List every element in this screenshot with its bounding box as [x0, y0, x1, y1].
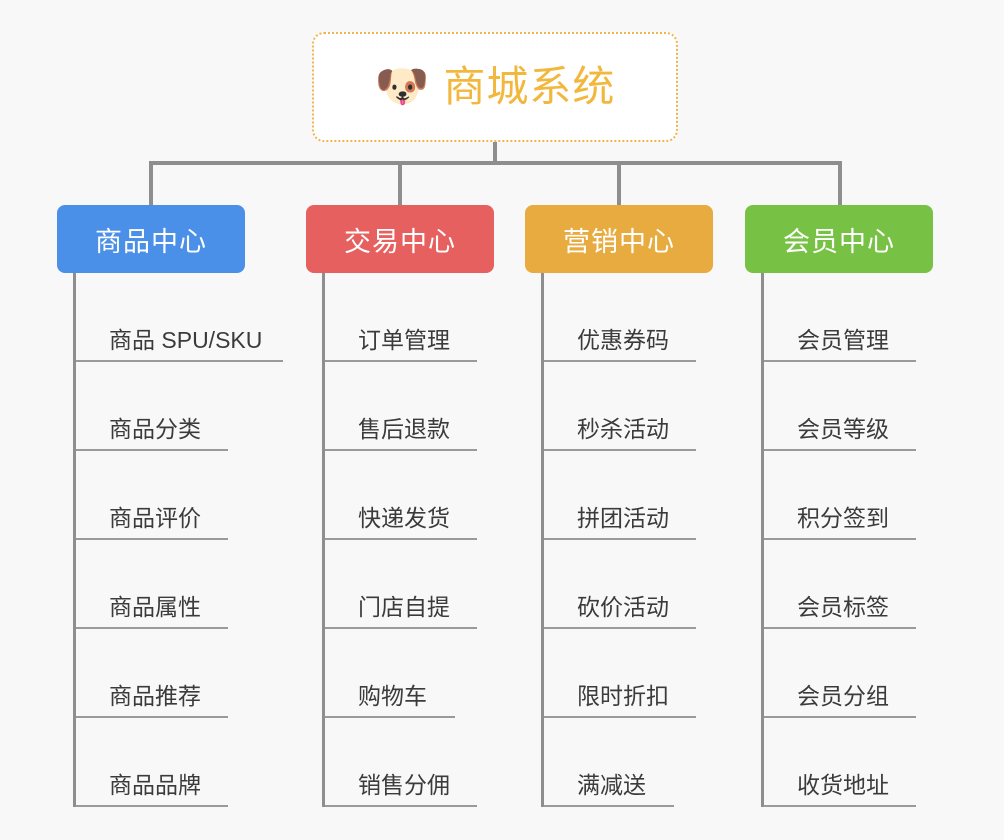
sub-item-underline — [325, 805, 477, 807]
sub-item-underline — [76, 627, 228, 629]
sub-item-label: 拼团活动 — [577, 504, 669, 531]
sub-item-underline — [764, 538, 916, 540]
sub-item-label: 购物车 — [358, 682, 427, 709]
sub-item-underline — [325, 538, 477, 540]
connector-horizontal-bus — [149, 161, 842, 165]
sub-item[interactable]: 门店自提 — [325, 540, 494, 629]
sub-item-underline — [76, 538, 228, 540]
dog-face-icon: 🐶 — [374, 62, 430, 111]
sub-item-underline — [76, 716, 228, 718]
sub-item-label: 快递发货 — [358, 504, 450, 531]
sub-item-label: 售后退款 — [358, 415, 450, 442]
sub-item[interactable]: 积分签到 — [764, 451, 933, 540]
sub-item[interactable]: 商品推荐 — [76, 629, 245, 718]
sub-item-list-trade-center: 订单管理 售后退款 快递发货 门店自提 购物车 销售分佣 — [322, 273, 494, 807]
sub-item[interactable]: 优惠券码 — [544, 273, 713, 362]
connector-drop-product-center — [149, 161, 153, 205]
sub-item[interactable]: 秒杀活动 — [544, 362, 713, 451]
column-trade-center: 交易中心 订单管理 售后退款 快递发货 门店自提 购物车 — [306, 205, 494, 807]
sub-item[interactable]: 快递发货 — [325, 451, 494, 540]
category-header-member-center[interactable]: 会员中心 — [745, 205, 933, 273]
sub-item-underline — [325, 449, 477, 451]
sub-item-underline — [76, 449, 228, 451]
sub-item[interactable]: 会员管理 — [764, 273, 933, 362]
sub-item[interactable]: 商品评价 — [76, 451, 245, 540]
sub-item[interactable]: 商品品牌 — [76, 718, 245, 807]
sub-item-underline — [764, 805, 916, 807]
sub-item[interactable]: 会员标签 — [764, 540, 933, 629]
sub-item[interactable]: 商品 SPU/SKU — [76, 273, 283, 362]
sub-item-underline — [544, 716, 696, 718]
sub-item-label: 砍价活动 — [577, 593, 669, 620]
connector-drop-marketing-center — [617, 161, 621, 205]
sub-item-underline — [325, 360, 477, 362]
column-marketing-center: 营销中心 优惠券码 秒杀活动 拼团活动 砍价活动 限时折扣 — [525, 205, 713, 807]
root-title: 商城系统 — [443, 63, 616, 110]
sub-item[interactable]: 商品属性 — [76, 540, 245, 629]
sub-item-underline — [764, 360, 916, 362]
sub-item-underline — [544, 627, 696, 629]
sub-item-label: 商品评价 — [109, 504, 201, 531]
column-product-center: 商品中心 商品 SPU/SKU 商品分类 商品评价 商品属性 商品推荐 — [57, 205, 283, 807]
connector-root-stem — [493, 142, 497, 164]
sub-item-label: 会员分组 — [797, 682, 889, 709]
sub-item[interactable]: 订单管理 — [325, 273, 494, 362]
sub-item-underline — [325, 716, 455, 718]
sub-item-label: 优惠券码 — [577, 326, 669, 353]
sub-item-underline — [325, 627, 477, 629]
sub-item-label: 销售分佣 — [358, 771, 450, 798]
sub-item-underline — [764, 449, 916, 451]
connector-drop-member-center — [838, 161, 842, 205]
sub-item-label: 订单管理 — [358, 326, 450, 353]
column-member-center: 会员中心 会员管理 会员等级 积分签到 会员标签 会员分组 — [745, 205, 933, 807]
sub-item-label: 秒杀活动 — [577, 415, 669, 442]
sub-item[interactable]: 售后退款 — [325, 362, 494, 451]
sub-item-label: 限时折扣 — [577, 682, 669, 709]
category-header-trade-center[interactable]: 交易中心 — [306, 205, 494, 273]
sub-item-label: 商品品牌 — [109, 771, 201, 798]
sub-item-list-member-center: 会员管理 会员等级 积分签到 会员标签 会员分组 收货地址 — [761, 273, 933, 807]
sub-item-label: 商品分类 — [109, 415, 201, 442]
sub-item-underline — [76, 360, 283, 362]
category-label: 会员中心 — [783, 226, 895, 257]
sub-item-underline — [764, 627, 916, 629]
sub-item-underline — [764, 716, 916, 718]
sub-item-label: 商品推荐 — [109, 682, 201, 709]
sub-item-label: 门店自提 — [358, 593, 450, 620]
category-label: 营销中心 — [563, 226, 675, 257]
sub-item-label: 会员等级 — [797, 415, 889, 442]
sub-item-label: 积分签到 — [797, 504, 889, 531]
connector-drop-trade-center — [398, 161, 402, 205]
sub-item-underline — [544, 538, 696, 540]
sub-item[interactable]: 满减送 — [544, 718, 713, 807]
sub-item-label: 会员管理 — [797, 326, 889, 353]
category-header-product-center[interactable]: 商品中心 — [57, 205, 245, 273]
sub-item-list-marketing-center: 优惠券码 秒杀活动 拼团活动 砍价活动 限时折扣 满减送 — [541, 273, 713, 807]
sub-item-list-product-center: 商品 SPU/SKU 商品分类 商品评价 商品属性 商品推荐 商品品牌 — [73, 273, 283, 807]
sub-item[interactable]: 限时折扣 — [544, 629, 713, 718]
sub-item-label: 会员标签 — [797, 593, 889, 620]
category-header-marketing-center[interactable]: 营销中心 — [525, 205, 713, 273]
sub-item[interactable]: 销售分佣 — [325, 718, 494, 807]
sub-item-underline — [544, 360, 696, 362]
sub-item-label: 商品 SPU/SKU — [109, 326, 263, 353]
sub-item-label: 满减送 — [577, 771, 646, 798]
sub-item[interactable]: 会员分组 — [764, 629, 933, 718]
sub-item-label: 商品属性 — [109, 593, 201, 620]
sub-item-underline — [76, 805, 228, 807]
sub-item-underline — [544, 805, 674, 807]
sub-item[interactable]: 砍价活动 — [544, 540, 713, 629]
category-label: 交易中心 — [344, 226, 456, 257]
sub-item[interactable]: 商品分类 — [76, 362, 245, 451]
sub-item[interactable]: 购物车 — [325, 629, 494, 718]
category-label: 商品中心 — [95, 226, 207, 257]
sub-item-underline — [544, 449, 696, 451]
sub-item[interactable]: 会员等级 — [764, 362, 933, 451]
sub-item[interactable]: 收货地址 — [764, 718, 933, 807]
root-node[interactable]: 🐶 商城系统 — [312, 32, 678, 142]
sub-item[interactable]: 拼团活动 — [544, 451, 713, 540]
sub-item-label: 收货地址 — [797, 771, 889, 798]
